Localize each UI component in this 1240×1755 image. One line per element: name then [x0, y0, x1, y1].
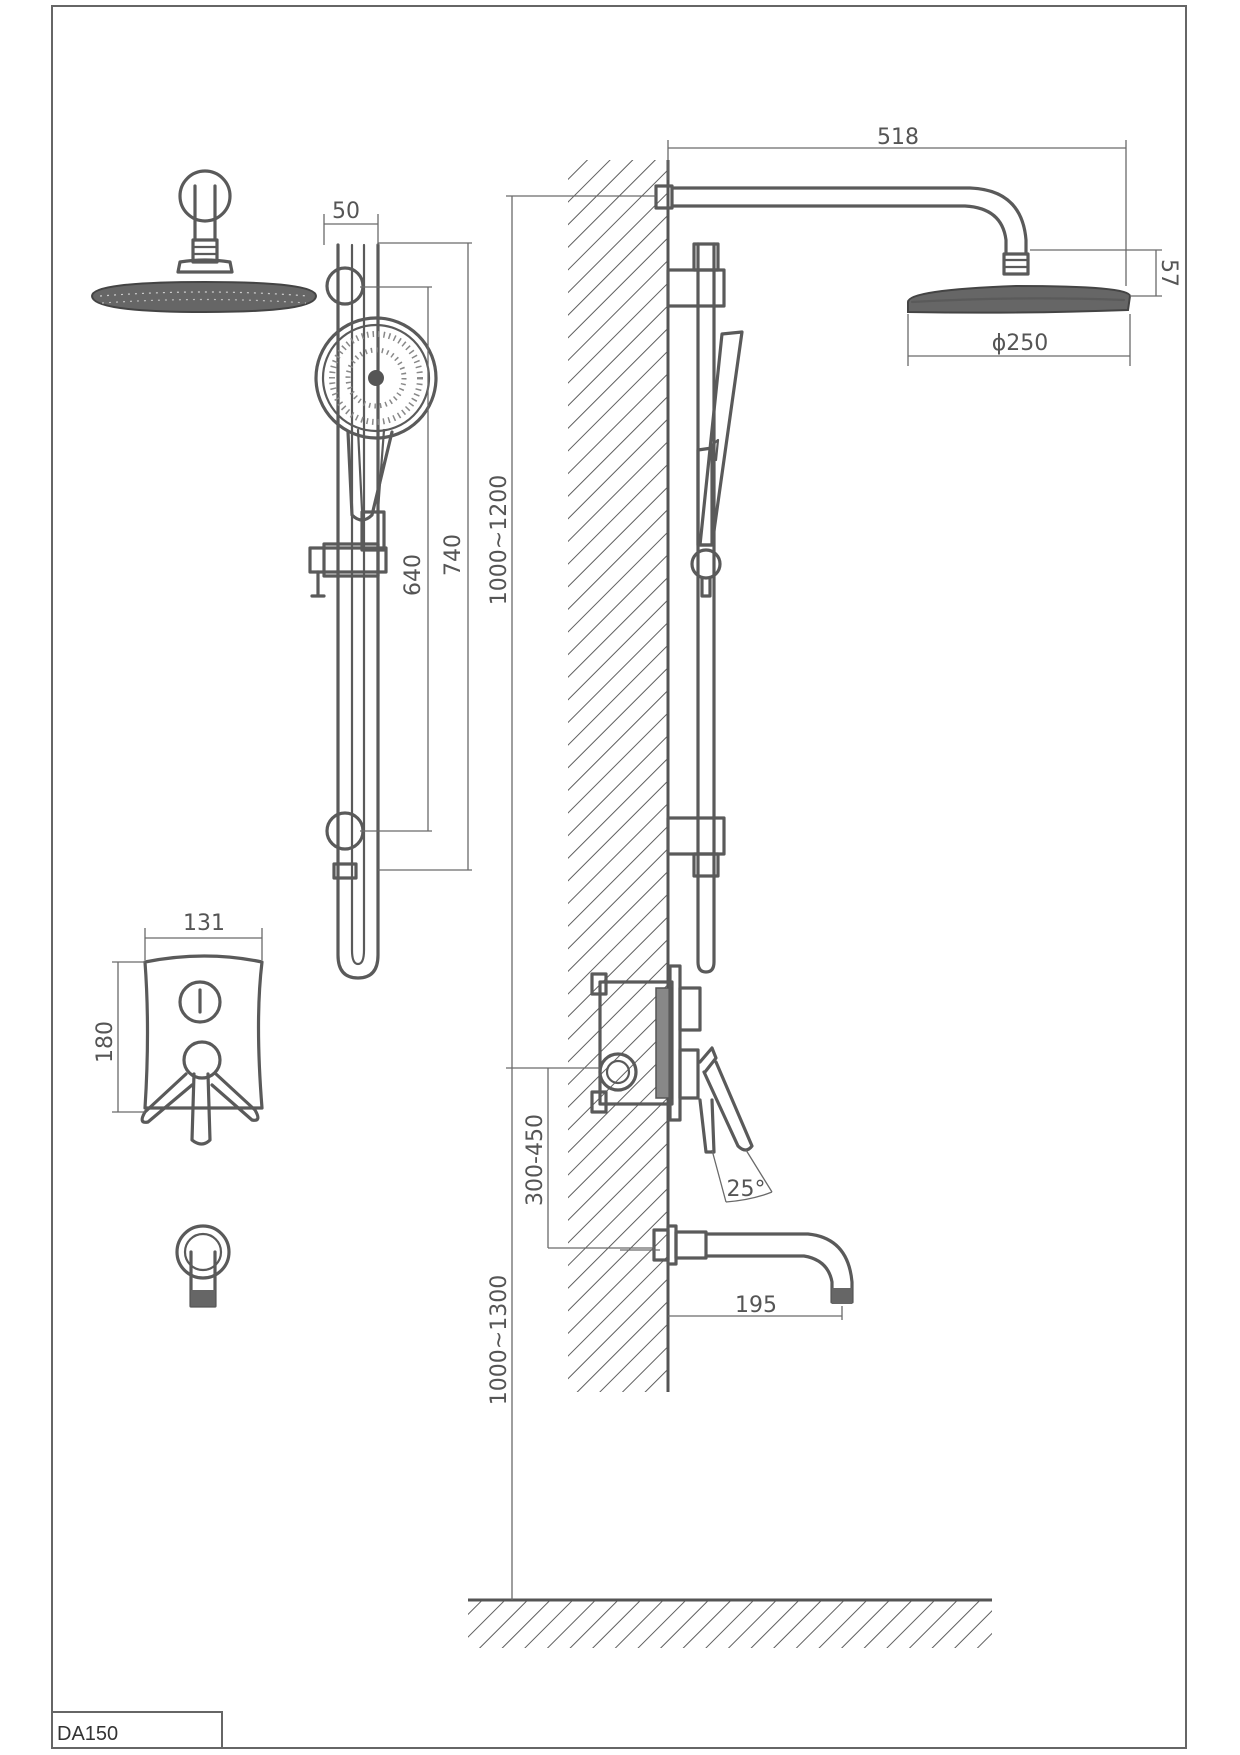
slide-rail-front — [308, 243, 388, 980]
dim-arm-length: 518 — [877, 125, 919, 150]
hand-shower-front — [314, 316, 438, 552]
dim-valve-to-spout: 300-450 — [523, 1114, 548, 1206]
spout-front — [175, 1224, 231, 1308]
rain-head-front — [90, 169, 318, 314]
dim-valve-width: 131 — [183, 911, 225, 936]
drawing-frame — [51, 5, 1187, 1749]
model-label: DA150 — [57, 1723, 118, 1745]
dim-head-height-range: 1000~1200 — [487, 475, 512, 605]
side-height-dimensions: 1000~1200 300-450 1000~1300 195 — [487, 195, 843, 1600]
slide-rail-side — [666, 242, 744, 974]
dim-rail-width: 50 — [332, 199, 360, 224]
dim-lever-angle: 25° — [727, 1177, 766, 1202]
rain-head-side — [654, 184, 1132, 314]
model-label-box: DA150 — [51, 1711, 223, 1749]
floor-section — [468, 1598, 992, 1648]
spout-side — [620, 1224, 854, 1304]
dim-spout-length: 195 — [735, 1293, 777, 1318]
mixer-valve-side: 25° — [590, 964, 773, 1203]
dim-head-height: 57 — [1156, 259, 1181, 287]
mixer-valve-front: 131 180 — [93, 911, 264, 1146]
dim-spout-height-range: 1000~1300 — [487, 1275, 512, 1405]
wall-section — [568, 160, 670, 1392]
dim-head-diameter: ϕ250 — [992, 331, 1049, 356]
rail-dimensions: 50 640 740 — [323, 199, 472, 871]
side-top-dimensions: 518 57 ϕ250 — [667, 125, 1181, 366]
dim-rail-inner: 640 — [401, 554, 426, 596]
dim-valve-height: 180 — [93, 1021, 118, 1063]
dim-rail-outer: 740 — [441, 534, 466, 576]
